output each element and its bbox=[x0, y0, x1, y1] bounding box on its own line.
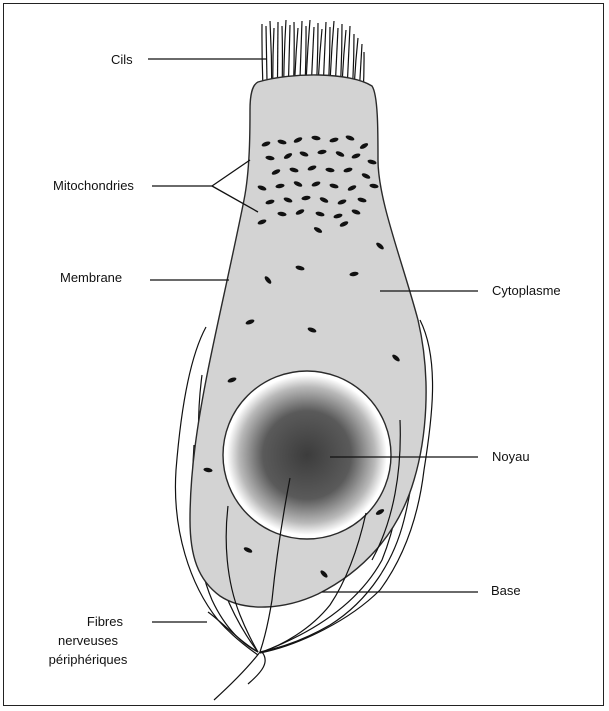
label-noyau: Noyau bbox=[492, 449, 530, 464]
leader-line-mitochondries-upper bbox=[212, 160, 250, 186]
label-mitochondries: Mitochondries bbox=[53, 178, 134, 193]
label-fibres-line2: nerveuses bbox=[58, 633, 118, 648]
label-cytoplasme: Cytoplasme bbox=[492, 283, 561, 298]
nucleus-core bbox=[227, 375, 387, 535]
label-fibres-line1: Fibres bbox=[87, 614, 124, 629]
label-fibres-line3: périphériques bbox=[49, 652, 128, 667]
label-membrane: Membrane bbox=[60, 270, 122, 285]
label-base: Base bbox=[491, 583, 521, 598]
label-cils: Cils bbox=[111, 52, 133, 67]
